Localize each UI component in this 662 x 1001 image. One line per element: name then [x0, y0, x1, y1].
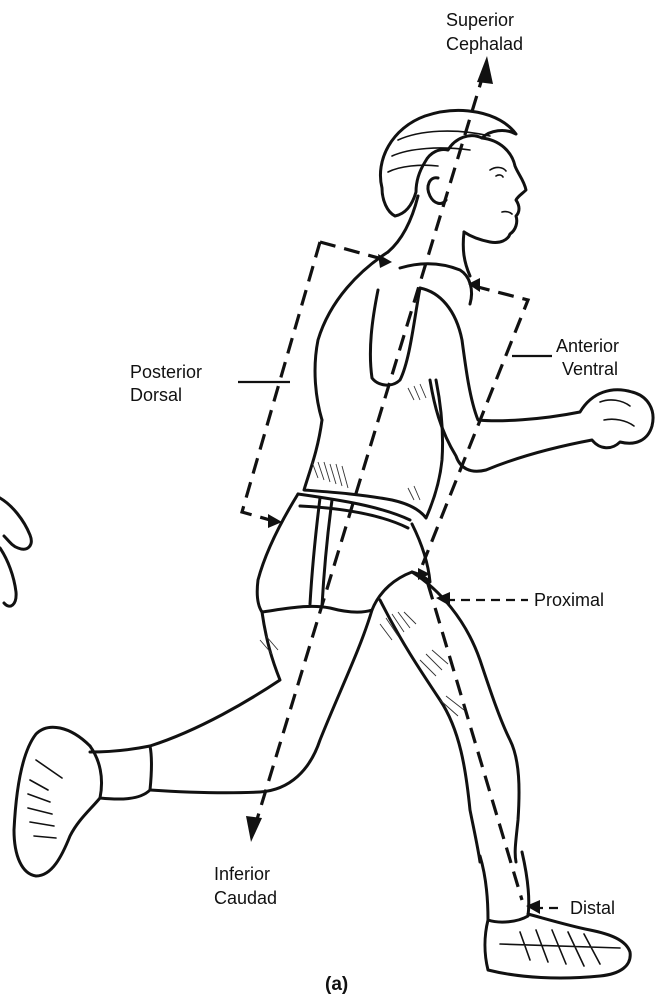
label-ventral: Ventral — [562, 359, 618, 379]
label-caudad: Caudad — [214, 888, 277, 908]
superior-inferior-axis — [246, 56, 493, 842]
trunk-bracket — [242, 242, 528, 580]
ear — [428, 178, 446, 204]
label-superior: Superior — [446, 10, 514, 30]
figure-caption: (a) — [325, 974, 348, 995]
superior-arrowhead — [477, 56, 493, 84]
back-shoe — [14, 727, 100, 876]
back-sock — [90, 746, 152, 799]
label-distal: Distal — [570, 898, 615, 918]
label-anterior: Anterior — [556, 336, 619, 356]
singlet — [370, 288, 420, 385]
label-inferior: Inferior — [214, 864, 270, 884]
shorts — [257, 494, 430, 612]
label-posterior: Posterior — [130, 362, 202, 382]
runner-figure — [14, 110, 653, 978]
back-leg — [90, 612, 280, 752]
front-sock — [480, 852, 529, 922]
hair — [380, 110, 516, 216]
face-profile — [464, 138, 526, 243]
label-proximal: Proximal — [534, 590, 604, 610]
label-cephalad: Cephalad — [446, 34, 523, 54]
arm — [420, 288, 653, 471]
inferior-arrowhead — [246, 816, 262, 842]
label-dorsal: Dorsal — [130, 385, 182, 405]
leg-axis — [428, 584, 522, 900]
left-hand-fragment — [0, 498, 31, 606]
front-leg — [412, 572, 519, 862]
